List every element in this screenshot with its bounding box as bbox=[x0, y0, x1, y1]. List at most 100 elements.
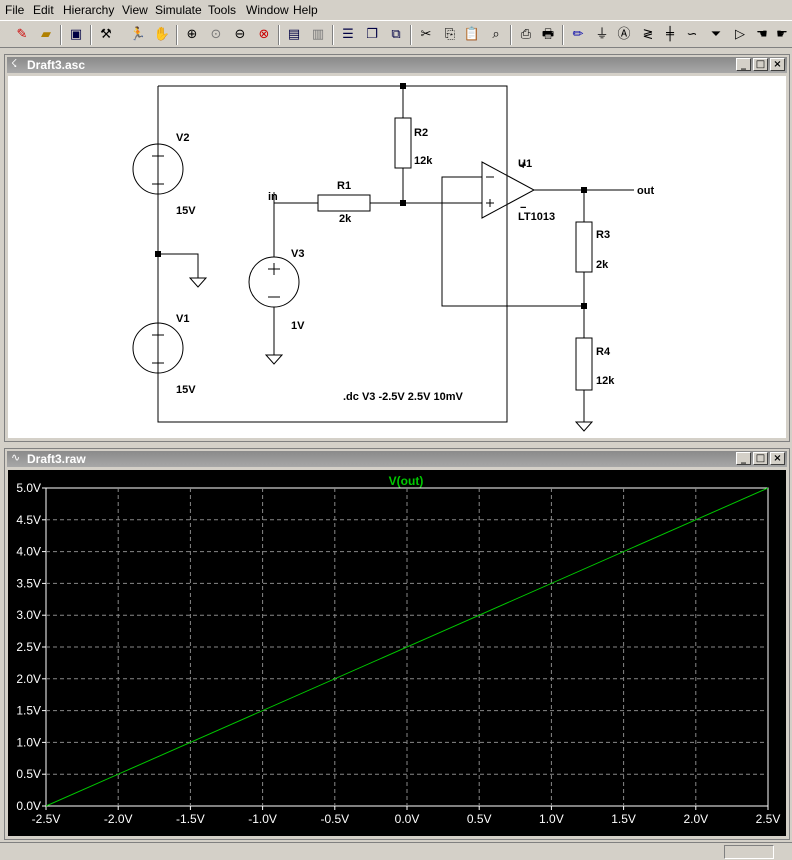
net-label-out: out bbox=[637, 185, 654, 197]
x-tick-label: -2.0V bbox=[104, 812, 133, 826]
y-tick-label: 2.0V bbox=[16, 672, 41, 686]
label-r4: R4 bbox=[596, 346, 611, 358]
x-tick-label: 1.0V bbox=[539, 812, 564, 826]
run-icon[interactable]: 🏃 bbox=[129, 26, 147, 42]
label-r1: R1 bbox=[337, 180, 351, 192]
label-r4-value: 12k bbox=[596, 375, 615, 387]
x-tick-label: -0.5V bbox=[320, 812, 349, 826]
capacitor-icon[interactable]: ╪ bbox=[666, 26, 674, 42]
cut-icon[interactable]: ✂ bbox=[420, 26, 432, 42]
x-tick-label: -1.0V bbox=[248, 812, 277, 826]
open-icon[interactable]: ▰ bbox=[41, 26, 51, 42]
label-u1-model: LT1013 bbox=[518, 211, 555, 223]
junction-dot bbox=[581, 187, 587, 193]
menu-hierarchy[interactable]: Hierarchy bbox=[63, 3, 115, 17]
menu-file[interactable]: File bbox=[5, 3, 25, 17]
zoom-out-icon[interactable]: ⊖ bbox=[234, 26, 246, 42]
x-tick-label: 1.5V bbox=[611, 812, 636, 826]
status-bar bbox=[0, 842, 792, 860]
autoscale-icon[interactable]: ▤ bbox=[287, 26, 301, 42]
close-button[interactable]: × bbox=[770, 452, 785, 465]
r4-resistor bbox=[575, 337, 593, 391]
diode-icon[interactable]: ⏷ bbox=[710, 26, 722, 42]
y-tick-label: 2.5V bbox=[16, 640, 41, 654]
menu-help[interactable]: Help bbox=[293, 3, 318, 17]
toolbar-separator bbox=[410, 25, 412, 45]
cascade-icon[interactable]: ❐ bbox=[366, 26, 378, 42]
close-button[interactable]: × bbox=[770, 58, 785, 71]
junction-dot bbox=[581, 303, 587, 309]
ground-icon[interactable]: ⏚ bbox=[595, 26, 609, 42]
toolbar-separator bbox=[60, 25, 62, 45]
plot-trace bbox=[45, 487, 769, 807]
find-icon[interactable]: ⌕ bbox=[492, 26, 500, 42]
junction-dot bbox=[155, 251, 161, 257]
fft-icon[interactable]: ▥ bbox=[311, 26, 325, 42]
print-preview-icon[interactable]: ⎙ bbox=[520, 26, 532, 42]
save-icon[interactable]: ▣ bbox=[69, 26, 83, 42]
move-icon[interactable]: ☚ bbox=[756, 26, 768, 42]
waveform-window: ∿ Draft3.raw _ □ × V(out) -2.5V-2.0V-1.5… bbox=[4, 448, 790, 840]
y-tick-label: 4.0V bbox=[16, 545, 41, 559]
copy-icon[interactable]: ⎘ bbox=[444, 26, 456, 42]
x-tick-label: -1.5V bbox=[176, 812, 205, 826]
label-r2-value: 12k bbox=[414, 155, 433, 167]
print-icon[interactable]: 🖶 bbox=[541, 26, 555, 42]
maximize-button[interactable]: □ bbox=[753, 58, 768, 71]
ground-symbol-1 bbox=[188, 277, 208, 288]
paste-icon[interactable]: 📋 bbox=[463, 26, 481, 42]
menu-simulate[interactable]: Simulate bbox=[155, 3, 202, 17]
menu-view[interactable]: View bbox=[122, 3, 148, 17]
toolbar-separator bbox=[90, 25, 92, 45]
drag-icon[interactable]: ☛ bbox=[776, 26, 788, 42]
r3-resistor bbox=[575, 221, 593, 273]
r2-resistor bbox=[394, 117, 412, 169]
resistor-icon[interactable]: ≷ bbox=[642, 26, 654, 42]
maximize-button[interactable]: □ bbox=[753, 452, 768, 465]
tile-horizontal-icon[interactable]: ☰ bbox=[342, 26, 354, 42]
schematic-drawing: + − V2 15V V1 15V V3 1V R1 2k R2 12k R3 … bbox=[132, 83, 654, 432]
toolbar-separator bbox=[562, 25, 564, 45]
zoom-pan-icon[interactable]: ⊙ bbox=[210, 26, 222, 42]
label-net-icon[interactable]: Ⓐ bbox=[617, 26, 631, 42]
minimize-button[interactable]: _ bbox=[736, 452, 751, 465]
frame-wire bbox=[157, 85, 508, 423]
zoom-fit-icon[interactable]: ⊗ bbox=[258, 26, 270, 42]
schematic-canvas[interactable]: + − V2 15V V1 15V V3 1V R1 2k R2 12k R3 … bbox=[8, 76, 786, 438]
r1-resistor bbox=[317, 194, 371, 212]
minimize-button[interactable]: _ bbox=[736, 58, 751, 71]
inductor-icon[interactable]: ∽ bbox=[686, 26, 698, 42]
y-tick-label: 3.5V bbox=[16, 576, 41, 590]
y-tick-label: 3.0V bbox=[16, 608, 41, 622]
label-v1-value: 15V bbox=[176, 384, 196, 396]
toolbar-separator bbox=[510, 25, 512, 45]
zoom-in-icon[interactable]: ⊕ bbox=[186, 26, 198, 42]
new-schematic-icon[interactable]: ✎ bbox=[16, 26, 28, 42]
waveform-titlebar: ∿ Draft3.raw _ □ × bbox=[7, 451, 787, 467]
draw-wire-icon[interactable]: ✏ bbox=[572, 26, 584, 42]
y-tick-label: 4.5V bbox=[16, 513, 41, 527]
schematic-titlebar: ☇ Draft3.asc _ □ × bbox=[7, 57, 787, 73]
schematic-window: ☇ Draft3.asc _ □ × bbox=[4, 54, 790, 442]
menu-tools[interactable]: Tools bbox=[208, 3, 237, 17]
u1-opamp bbox=[481, 161, 536, 219]
junction-dot bbox=[400, 83, 406, 89]
x-tick-label: 0.0V bbox=[395, 812, 420, 826]
y-tick-label: 5.0V bbox=[16, 481, 41, 495]
label-r1-value: 2k bbox=[339, 213, 352, 225]
control-panel-icon[interactable]: ⚒ bbox=[100, 26, 112, 42]
menu-bar: File Edit Hierarchy View Simulate Tools … bbox=[0, 0, 792, 20]
label-r3: R3 bbox=[596, 229, 610, 241]
toolbar: ✎ ▰ ▣ ⚒ 🏃 ✋ ⊕ ⊙ ⊖ ⊗ ▤ ▥ ☰ ❐ ⧉ ✂ ⎘ 📋 ⌕ ⎙ … bbox=[0, 20, 792, 48]
junction-dot bbox=[400, 200, 406, 206]
y-tick-label: 0.5V bbox=[16, 767, 41, 781]
menu-edit[interactable]: Edit bbox=[33, 3, 54, 17]
close-all-icon[interactable]: ⧉ bbox=[391, 26, 401, 42]
halt-icon[interactable]: ✋ bbox=[153, 26, 171, 42]
component-icon[interactable]: ▷ bbox=[735, 26, 745, 42]
menu-window[interactable]: Window bbox=[246, 3, 289, 17]
x-tick-label: 2.5V bbox=[756, 812, 781, 826]
label-r3-value: 2k bbox=[596, 259, 609, 271]
